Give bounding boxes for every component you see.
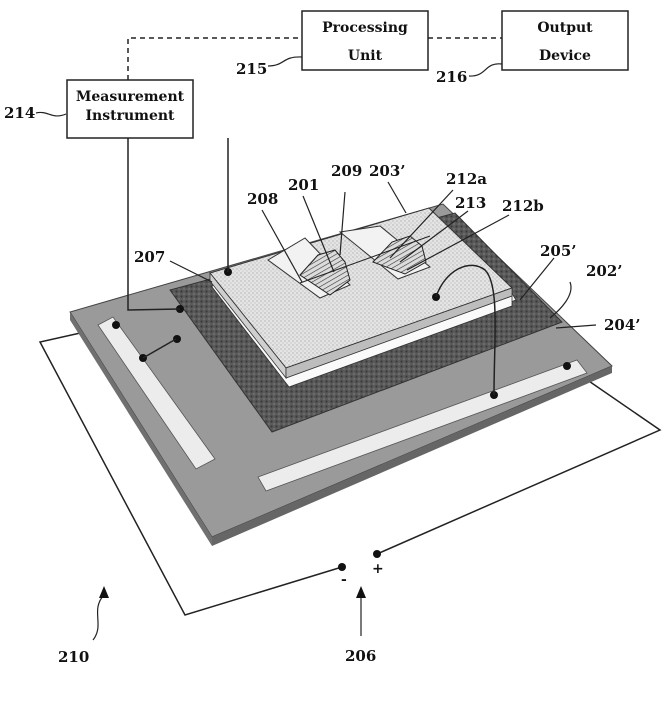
output-device-label-1: Output bbox=[537, 20, 593, 36]
reference-numerals: 207 208 201 209 203’ 212a 213 212b 205’ … bbox=[4, 60, 641, 666]
sensing-elements bbox=[299, 235, 431, 296]
arrowhead-206 bbox=[356, 586, 366, 598]
processing-unit-label-1: Processing bbox=[322, 20, 408, 36]
contact-dots bbox=[112, 268, 571, 571]
leader-lines bbox=[35, 56, 597, 641]
label-201: 201 bbox=[288, 176, 319, 194]
electrode-strip-bottom bbox=[257, 359, 588, 492]
measurement-leads bbox=[127, 138, 496, 396]
dashed-links bbox=[127, 37, 502, 80]
label-215: 215 bbox=[236, 60, 267, 78]
label-212b: 212b bbox=[502, 197, 544, 215]
processing-unit-box: Processing Unit bbox=[301, 10, 429, 71]
label-213: 213 bbox=[455, 194, 486, 212]
label-202: 202’ bbox=[586, 262, 623, 280]
arrowhead-210 bbox=[99, 586, 109, 598]
label-203: 203’ bbox=[369, 162, 406, 180]
electrode-strip-left bbox=[97, 316, 216, 470]
processing-unit-label-2: Unit bbox=[348, 48, 383, 64]
label-210: 210 bbox=[58, 648, 89, 666]
label-214: 214 bbox=[4, 104, 35, 122]
measurement-instrument-box: Measurement Instrument bbox=[66, 79, 194, 139]
output-device-label-2: Device bbox=[539, 48, 591, 64]
measurement-instrument-label-2: Instrument bbox=[86, 108, 176, 124]
label-209: 209 bbox=[331, 162, 362, 180]
label-208: 208 bbox=[247, 190, 278, 208]
label-212a: 212a bbox=[446, 170, 487, 188]
output-device-box: Output Device bbox=[501, 10, 629, 71]
label-205: 205’ bbox=[540, 242, 577, 260]
label-206: 206 bbox=[345, 647, 376, 665]
polarity-plus: + bbox=[372, 561, 384, 577]
label-207: 207 bbox=[134, 248, 165, 266]
measurement-instrument-label-1: Measurement bbox=[76, 89, 185, 105]
label-204: 204’ bbox=[604, 316, 641, 334]
polarity-minus: - bbox=[341, 572, 347, 588]
power-circuit-wire bbox=[38, 324, 662, 616]
sensing-film bbox=[209, 207, 513, 380]
label-216: 216 bbox=[436, 68, 467, 86]
